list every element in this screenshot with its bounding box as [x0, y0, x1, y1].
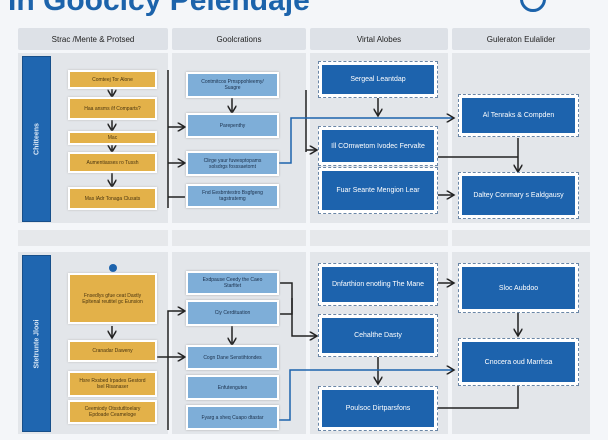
operation-box[interactable]: Cogn Dane Senstihtondes	[186, 345, 279, 370]
operation-box[interactable]: Fnd Eesbrntestro Bsgfgeng tagstratemg	[186, 184, 279, 208]
operation-box[interactable]: Enfutengutes	[186, 375, 279, 400]
virtual-box[interactable]: Ill COmwetom Ivodec Fervalte	[318, 126, 438, 166]
virtual-box[interactable]: Cehalthe Dasty	[318, 314, 438, 357]
divider	[310, 230, 448, 246]
section-1-label: Chitteens	[22, 56, 51, 222]
divider	[172, 230, 306, 246]
virtual-box[interactable]: Fuar Seante Mengion Lear	[318, 167, 438, 214]
result-box[interactable]: Al Tenraks & Compden	[458, 94, 579, 137]
section-2-label: Stetrunte Jlooi	[22, 255, 51, 432]
operation-box[interactable]: Contmitcos Prnsppohleemy/ Suagre	[186, 72, 279, 98]
divider	[452, 230, 590, 246]
process-step[interactable]: Mac	[68, 131, 157, 145]
header-col-4: Guleraton Eulalider	[452, 28, 590, 50]
header-col-2: Goolcrations	[172, 28, 306, 50]
header-col-3: Virtal Alobes	[310, 28, 448, 50]
process-step[interactable]: Aumentiasses ro Tussh	[68, 152, 157, 173]
result-box[interactable]: Daltey Conmary s Ealdgausy	[458, 172, 579, 219]
virtual-box[interactable]: Sergeal Leantdap	[318, 61, 438, 98]
process-step[interactable]: Mas lAdr Tonaga Clusats	[68, 187, 157, 210]
process-step[interactable]: Cranadar Daweny	[68, 340, 157, 362]
process-step[interactable]: Haa ansms /if Comparts?	[68, 97, 157, 120]
result-box[interactable]: Cnocera oud Marrhsa	[458, 338, 579, 386]
operation-box[interactable]: Ciy Cerdituation	[186, 300, 279, 326]
process-step[interactable]: Hsre Rxsbed Irpades Gestord Isel Risanas…	[68, 371, 157, 397]
operation-box[interactable]: Clirge yaur fuwesptopams solsdrgs fosssa…	[186, 151, 279, 176]
virtual-box[interactable]: Poulsoc Dirtparsfons	[318, 386, 438, 431]
process-step[interactable]: Comteej Tor Alone	[68, 70, 157, 89]
page-title: In Goocicy Pelendaje	[8, 0, 310, 17]
process-step[interactable]: Fnsedlys gfue ceat Daxtly Epltenal reuti…	[68, 273, 157, 324]
operation-box[interactable]: Fyarg a sheq Cuapo dtastar	[186, 405, 279, 430]
start-dot	[109, 264, 117, 272]
operation-box[interactable]: Parepenthy	[186, 113, 279, 138]
virtual-box[interactable]: Dnfarthion enotling The Mane	[318, 263, 438, 306]
header-col-1: Strac /Mente & Protsed	[18, 28, 168, 50]
operation-box[interactable]: Exdpause Ceedy the Caeo Starfitet	[186, 271, 279, 295]
result-box[interactable]: Sloc Aubdoo	[458, 263, 579, 313]
process-step[interactable]: Ceemiody Otsstutltoelary Epdoade Ceamelo…	[68, 400, 157, 424]
divider	[18, 230, 168, 246]
